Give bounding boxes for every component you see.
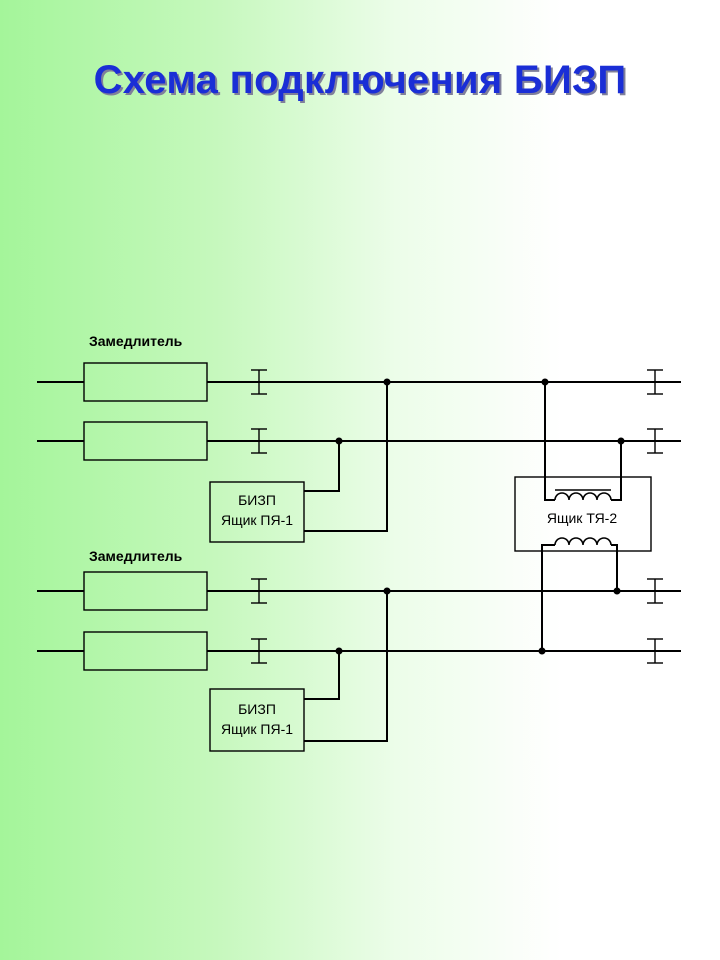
bizp-bottom-wire-1 <box>304 651 340 700</box>
bizp-box-top <box>209 481 305 543</box>
coil-upper-lead-1 <box>544 382 555 501</box>
junction-dot <box>335 437 343 445</box>
bizp-top-wire-1 <box>304 441 340 492</box>
junction-dot <box>335 647 343 655</box>
insulating-joint-8 <box>647 638 663 664</box>
bizp-top-line1: БИЗП <box>238 492 276 508</box>
bizp-bottom-line2: Ящик ПЯ-1 <box>221 721 293 737</box>
coil-lower-icon <box>554 537 612 546</box>
coil-lower-lead-2 <box>611 544 618 591</box>
insulating-joint-4 <box>647 428 663 454</box>
insulating-joint-5 <box>251 578 267 604</box>
junction-dot <box>613 587 621 595</box>
insulating-joint-3 <box>647 369 663 395</box>
retarder-box-4 <box>83 631 208 671</box>
retarder-label-bottom: Замедлитель <box>89 548 183 564</box>
page-title: Схема подключения БИЗП <box>93 58 627 102</box>
transformer-box <box>514 476 652 552</box>
coil-upper-icon <box>554 492 612 501</box>
bizp-top-line2: Ящик ПЯ-1 <box>221 512 293 528</box>
bizp-box-bottom <box>209 688 305 752</box>
insulating-joint-6 <box>251 638 267 664</box>
insulating-joint-2 <box>251 428 267 454</box>
retarder-label-top: Замедлитель <box>89 333 183 349</box>
junction-dot <box>541 378 549 386</box>
bizp-bottom-line1: БИЗП <box>238 701 276 717</box>
coil-lower-lead-1 <box>541 544 555 651</box>
junction-dot <box>383 378 391 386</box>
retarder-box-2 <box>83 421 208 461</box>
coil-upper-lead-2 <box>611 441 622 501</box>
insulating-joint-1 <box>251 369 267 395</box>
bizp-bottom-wire-2 <box>304 591 388 742</box>
junction-dot <box>617 437 625 445</box>
transformer-label: Ящик ТЯ-2 <box>547 510 617 526</box>
insulating-joint-7 <box>647 578 663 604</box>
retarder-box-3 <box>83 571 208 611</box>
retarder-box-1 <box>83 362 208 402</box>
junction-dot <box>383 587 391 595</box>
junction-dot <box>538 647 546 655</box>
bizp-top-wire-2 <box>304 382 388 532</box>
